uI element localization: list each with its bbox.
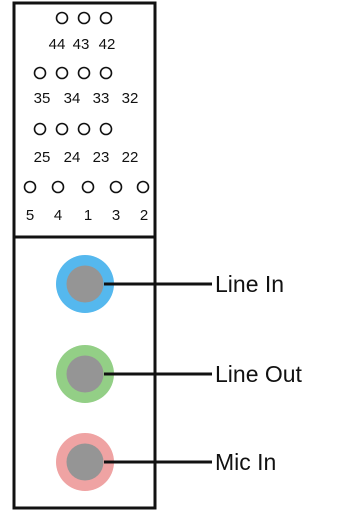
audio-jacks: Line In Line Out Mic In [56,255,303,491]
pin-hole [33,122,47,136]
pin-number: 24 [64,149,81,166]
pin-hole [99,122,113,136]
pin-number: 1 [84,207,92,224]
pin-number: 2 [140,207,148,224]
jack-core [66,265,104,303]
pin-row-4: 5 4 1 3 2 [23,180,150,224]
jack-line-out: Line Out [56,345,303,403]
jack-mic-in: Mic In [56,433,276,491]
pin-number: 42 [99,36,116,53]
pin-number: 3 [112,207,120,224]
pin-hole [81,180,95,194]
pin-row-3: 25 24 23 22 [33,122,139,166]
pin-number: 44 [49,36,66,53]
pin-hole [77,66,91,80]
jack-label-line-out: Line Out [215,361,303,387]
jack-label-line-in: Line In [215,271,284,297]
pin-hole [77,122,91,136]
pin-hole [23,180,37,194]
pin-number: 32 [122,90,139,107]
pin-hole [136,180,150,194]
pin-number: 5 [26,207,34,224]
pin-header: 44 43 42 35 34 33 32 25 24 23 22 [23,11,150,224]
pin-number: 33 [93,90,110,107]
jack-core [66,355,104,393]
pin-row-2: 35 34 33 32 [33,66,139,107]
pin-hole [99,66,113,80]
jack-line-in: Line In [56,255,284,313]
pin-hole [55,11,69,25]
pin-hole [51,180,65,194]
jack-core [66,443,104,481]
jack-label-mic-in: Mic In [215,449,276,475]
pin-hole [99,11,113,25]
pin-hole [77,11,91,25]
pin-number: 34 [64,90,81,107]
pin-hole [33,66,47,80]
pin-hole [55,122,69,136]
pin-number: 22 [122,149,139,166]
pin-hole [109,180,123,194]
pin-number: 43 [73,36,90,53]
pin-number: 23 [93,149,110,166]
pin-number: 25 [34,149,51,166]
pin-number: 4 [54,207,62,224]
pin-number: 35 [34,90,51,107]
pin-row-1: 44 43 42 [49,11,116,53]
pin-hole [55,66,69,80]
